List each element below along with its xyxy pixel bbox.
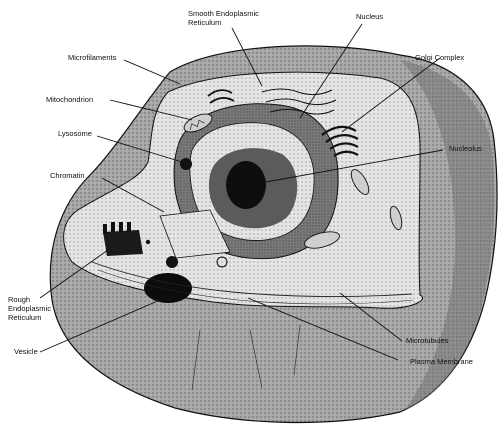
label-smooth-endoplasmic-reticulum: Smooth Endoplasmic Reticulum (188, 9, 259, 27)
vesicle-shape (144, 273, 192, 303)
label-rough-er-line3: Reticulum (8, 313, 51, 322)
label-rough-er-line2: Endoplasmic (8, 304, 51, 313)
label-smooth-er-line2: Reticulum (188, 18, 259, 27)
label-nucleus: Nucleus (356, 12, 383, 21)
lysosome-shape (180, 158, 192, 170)
label-chromatin: Chromatin (50, 171, 85, 180)
label-rough-endoplasmic-reticulum: Rough Endoplasmic Reticulum (8, 295, 51, 322)
label-rough-er-line1: Rough (8, 295, 51, 304)
rough-er-shape (103, 230, 143, 256)
label-mitochondrion: Mitochondrion (46, 95, 93, 104)
label-smooth-er-line1: Smooth Endoplasmic (188, 9, 259, 18)
label-lysosome: Lysosome (58, 129, 92, 138)
label-plasma-membrane: Plasma Membrane (410, 357, 473, 366)
label-microfilaments: Microfilaments (68, 53, 116, 62)
label-golgi-complex: Golgi Complex (415, 53, 464, 62)
label-vesicle: Vesicle (14, 347, 38, 356)
label-nucleolus: Nucleolus (449, 144, 482, 153)
nucleolus-shape (226, 161, 266, 209)
label-microtubules: Microtubules (406, 336, 449, 345)
